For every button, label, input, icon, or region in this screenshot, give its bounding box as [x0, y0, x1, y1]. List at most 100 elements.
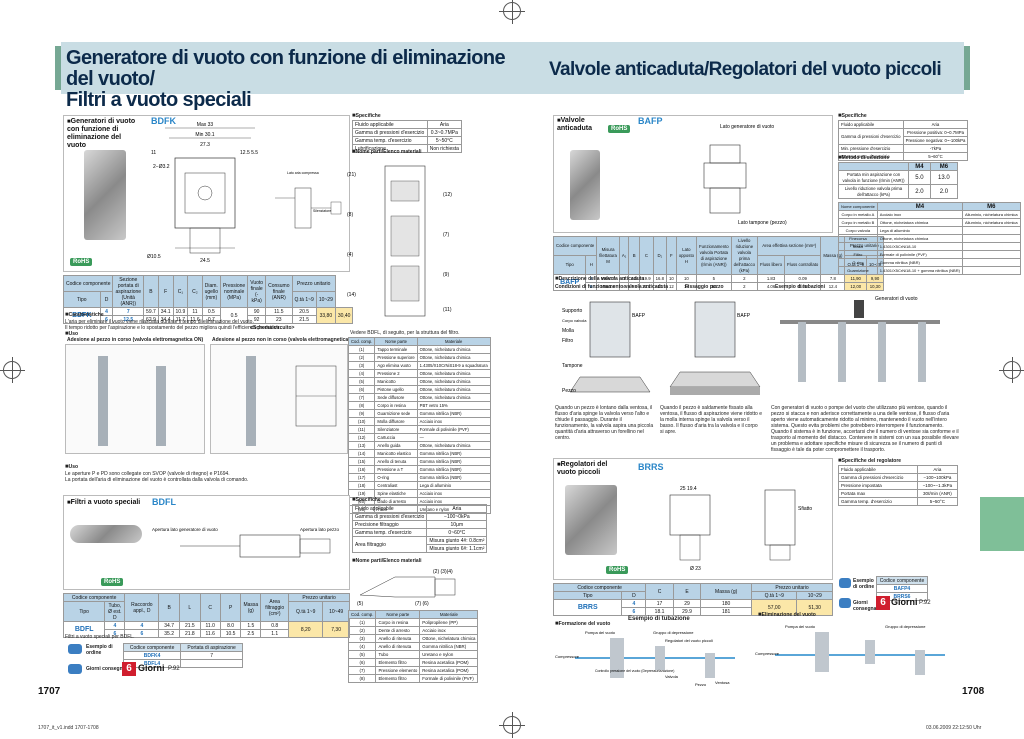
cell: 17 — [652, 282, 667, 291]
spec-v: Pressione positiva: 0~0.7MPa — [902, 128, 969, 137]
table-cell: (2) — [347, 353, 376, 362]
table-cell: Spine elastiche — [374, 489, 418, 498]
registration-mark-right — [999, 357, 1024, 383]
col: D₁ — [652, 236, 667, 275]
sub: 10~29 — [796, 591, 833, 600]
col: Livello riduzione valvola prima dell'att… — [730, 236, 759, 275]
lbl-aria-compressa: Lato aria compressa — [287, 171, 319, 175]
header-right-title: Valvole anticaduta/Regolatori del vuoto … — [549, 59, 942, 80]
spec-v: 5~50°C — [426, 136, 463, 145]
spec-v: −100~0kPa — [426, 512, 488, 521]
col: A₁ — [618, 236, 630, 275]
spec-k: Area filtraggio — [351, 536, 428, 553]
cell: 35.2 — [158, 629, 180, 638]
table-cell: (6) — [347, 385, 376, 394]
cell-price: 7,30 — [322, 621, 350, 638]
registration-mark-bottom — [499, 712, 525, 738]
part-num: (5) — [357, 601, 363, 607]
cell: 10.9 — [172, 307, 189, 316]
schema-label: <Schema circuito> — [250, 325, 295, 331]
table-cell: Molla diffusore — [374, 417, 418, 426]
table-cell: Ottone, nichelatura chimica — [416, 369, 491, 378]
dim-25: 25 19.4 — [680, 486, 697, 492]
table-cell: Pressione 2 — [374, 369, 418, 378]
lbl-ventosa: Ventosa — [715, 680, 730, 685]
cell: 2 — [730, 282, 759, 291]
table-cell: 1.4301/X5CrNi18-10 + gomma nitrilica (NB… — [876, 266, 963, 275]
col: Codice componente — [552, 236, 598, 256]
table-cell: (7) — [347, 393, 376, 402]
col: Prezzo unitario — [288, 593, 350, 602]
mat-h: Cod. comp. — [347, 610, 377, 619]
order-h: Codice componente — [876, 576, 928, 585]
spec-v: Misura giunto 6#: 1.1cm² — [426, 544, 488, 553]
lbl-silenziatore: Silenziatore — [313, 209, 331, 213]
table-row: 6 M6x1.0 4 4.9 20.7 17 12 12 13 2 4.06 0… — [554, 282, 885, 291]
col-prezzo: Prezzo unitario — [291, 275, 336, 292]
char-text-1: L'aria per eliminare il vuoto viene rila… — [65, 319, 254, 325]
bdfk-exploded-view: (21) (8) (4) (14) (12) (7) (9) (11) — [347, 165, 452, 317]
cell: 11.6 — [187, 315, 203, 324]
spec-k: Min. pressione d'esercizio — [838, 144, 904, 153]
cell: 0.5 — [219, 307, 249, 324]
table-cell: (6) — [347, 658, 377, 667]
bafp-label: Valvole anticaduta — [557, 117, 599, 133]
sub-a2: Fluss controllato — [784, 255, 822, 275]
header-left-strip — [55, 46, 61, 90]
bafp-col1-title: Condizioni di funzionamento valvola anti… — [555, 284, 669, 290]
bdfk-rohs-badge: RoHS — [70, 258, 93, 266]
table-cell: Alluminio, nichelatura chimica — [961, 218, 1021, 227]
cell: 1.1 — [260, 629, 290, 638]
table-cell: Resina acetalica (POM) — [419, 658, 479, 667]
spec-v: 5~50°C — [916, 497, 959, 506]
sub-tipo: Tipo — [63, 291, 101, 308]
cell: 7.8 — [820, 274, 846, 283]
col: F — [665, 236, 677, 275]
spec-k: Gamma di pressioni d'esercizio — [838, 128, 904, 145]
bdfl-table: Codice componente Raccordo appl., D B L … — [62, 593, 350, 638]
bdfk-code: BDFK — [151, 116, 176, 126]
cell: 181 — [700, 607, 753, 616]
table-cell: Molla — [838, 242, 878, 251]
delivery-days-label-right: Giorni — [891, 597, 918, 607]
bdfk-spec-title: Specifiche — [352, 113, 381, 119]
cell: 0.09 — [784, 274, 822, 283]
table-cell: (14) — [347, 449, 376, 458]
order-esempio: Esempio di ordine — [86, 644, 113, 656]
order-h: Portata di aspirazione — [180, 643, 243, 652]
cell-price: 12,00 — [844, 282, 868, 291]
cell: 1.5 — [240, 621, 262, 630]
sub-d: H — [585, 255, 598, 275]
lbl-gruppo-2: Gruppo di depressione — [885, 624, 926, 629]
lbl-valvola: Valvola — [665, 674, 679, 679]
order-icon-right — [839, 578, 851, 588]
table-cell: (10) — [347, 417, 376, 426]
table-cell: (5) — [347, 377, 376, 386]
table-cell: Acciaio inox — [876, 210, 963, 219]
table-cell: Corpo in resina — [374, 401, 418, 410]
mat-h: Nome parte — [374, 337, 418, 346]
col: Area effettiva sezione (mm²) — [757, 236, 822, 256]
spec-k: Fluido applicabile — [352, 120, 428, 129]
sub-d: D — [99, 291, 114, 308]
cell: 21.5 — [178, 621, 201, 630]
table-cell: (1) — [347, 618, 377, 627]
table-cell: Formale di polivinile (PVF) — [876, 250, 963, 259]
lbl-tampone: Tampone — [562, 363, 583, 369]
table-cell: Gomma nitrilica (NBR) — [876, 258, 963, 267]
spec-k: Gamma di pressioni d'esercizio — [351, 512, 428, 521]
table-cell: Anello di tenuta — [374, 457, 418, 466]
spec-v: Aria — [426, 504, 488, 513]
table-cell: Finecorsa — [838, 234, 878, 243]
part-num: (9) — [443, 272, 449, 278]
cell-tipo: BRRS — [552, 599, 623, 616]
